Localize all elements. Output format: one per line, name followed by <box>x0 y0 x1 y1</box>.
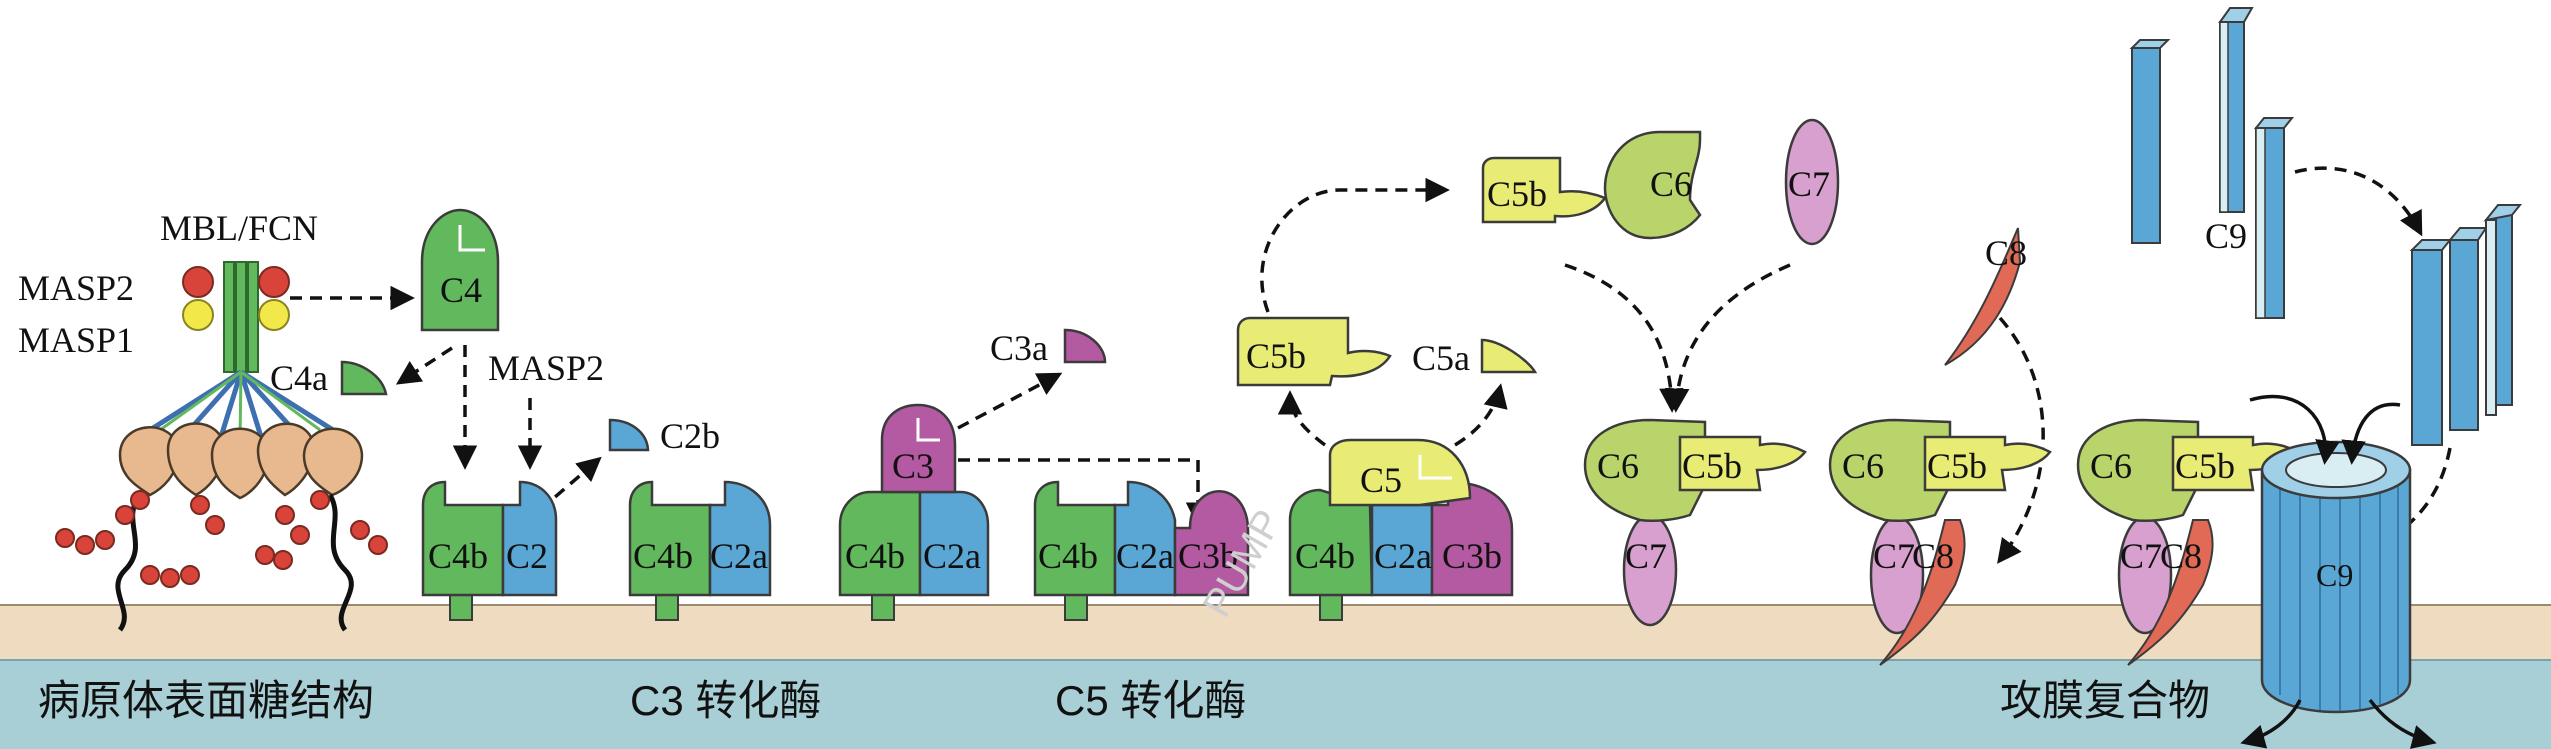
mbl-fcn-complex <box>55 261 388 632</box>
label-mbl-fcn: MBL/FCN <box>160 208 318 248</box>
label-c9-pore: C9 <box>2316 557 2353 593</box>
arrow-c5b-to-c5b6 <box>1564 263 1684 413</box>
label-c7-3: C7 <box>2120 536 2162 576</box>
c5b678-complex <box>1828 418 2052 666</box>
label-masp2: MASP2 <box>18 268 134 308</box>
label-c5b-3: C5b <box>1682 446 1742 486</box>
label-masp2-cleavage: MASP2 <box>488 348 604 388</box>
arrow-pore-outflow-left <box>2240 699 2302 749</box>
mac-complex <box>2076 418 2412 714</box>
label-c4: C4 <box>440 270 482 310</box>
arrow-c8-to-c5b678 <box>1997 316 2045 564</box>
label-c7-1: C7 <box>1625 536 1667 576</box>
c3-convertase-with-c3 <box>838 403 990 621</box>
label-c7-2: C7 <box>1873 536 1915 576</box>
label-c4b-3: C4b <box>845 536 905 576</box>
label-masp1: MASP1 <box>18 320 134 360</box>
label-c8-2: C8 <box>2160 536 2202 576</box>
stage-label-c5-convertase: C5 转化酶 <box>1055 677 1246 724</box>
masp2-dot-left <box>182 266 214 298</box>
label-c6-1: C6 <box>1597 446 1639 486</box>
masp1-dot-left <box>182 299 214 331</box>
arrow-c9-polymerize <box>2294 166 2423 237</box>
arrow-c2-to-c2b <box>538 456 602 512</box>
c4a-fragment <box>340 360 388 396</box>
label-c4b-5: C4b <box>1295 536 1355 576</box>
label-c3b-2: C3b <box>1442 536 1502 576</box>
arrow-c3-to-c3a <box>957 372 1063 430</box>
label-c8-1: C8 <box>1912 536 1954 576</box>
c5-convertase-with-c5 <box>1288 438 1514 621</box>
label-c5b-5: C5b <box>2175 446 2235 486</box>
arrow-c7-to-c5b67 <box>1664 263 1791 413</box>
label-c5a: C5a <box>1412 338 1470 378</box>
arrow-pore-outflow-right <box>2368 698 2437 749</box>
masp1-dot-right <box>258 299 290 331</box>
label-c4b-4: C4b <box>1038 536 1098 576</box>
c4-molecule <box>420 208 500 332</box>
arrow-pore-inflow-left <box>2249 394 2340 465</box>
c2b-fragment <box>608 418 650 452</box>
label-c5b-2: C5b <box>1487 174 1547 214</box>
label-c5: C5 <box>1360 460 1402 500</box>
label-c2: C2 <box>506 536 548 576</box>
label-c5b-1: C5b <box>1246 336 1306 376</box>
label-c4a: C4a <box>270 358 328 398</box>
label-c4b-1: C4b <box>428 536 488 576</box>
c7-molecule-top <box>1784 118 1840 246</box>
label-c6-3: C6 <box>2090 446 2132 486</box>
label-c4b-2: C4b <box>633 536 693 576</box>
label-c3b-1: C3b <box>1178 536 1238 576</box>
label-c8-top: C8 <box>1985 233 2027 273</box>
label-c7-top: C7 <box>1788 164 1830 204</box>
label-c2b: C2b <box>660 416 720 456</box>
masp2-dot-right <box>258 266 290 298</box>
label-c9-top: C9 <box>2205 216 2247 256</box>
label-c6-2: C6 <box>1842 446 1884 486</box>
arrow-c5-to-c5a <box>1454 383 1508 447</box>
c5b-fragment-1 <box>1236 316 1392 387</box>
label-c5b-4: C5b <box>1927 446 1987 486</box>
arrow-c4-to-c4a <box>395 346 453 385</box>
c5b-fragment-2 <box>1481 156 1607 224</box>
label-c2a-1: C2a <box>710 536 768 576</box>
label-c6-top: C6 <box>1650 164 1692 204</box>
arrow-c9-to-pore <box>2370 447 2452 549</box>
c4b-c2a-c3b-complex <box>1033 480 1250 621</box>
c4b-c2a-complex <box>628 480 772 621</box>
c5a-fragment <box>1480 338 1538 374</box>
c9-monomers <box>2129 7 2523 446</box>
arrow-c5b-loop <box>1260 177 1450 313</box>
c8-molecule-top <box>1944 227 2022 366</box>
stage-label-c3-convertase: C3 转化酶 <box>630 677 821 724</box>
stage-label-mac: 攻膜复合物 <box>2000 677 2210 724</box>
label-c3: C3 <box>892 446 934 486</box>
label-c3a: C3a <box>990 328 1048 368</box>
arrow-c5-to-c5b <box>1277 390 1327 447</box>
c6-molecule-top <box>1603 130 1702 240</box>
cytoplasm-band <box>0 660 2551 749</box>
stage-label-pathogen-surface: 病原体表面糖结构 <box>38 677 374 724</box>
arrow-pore-inflow-right <box>2341 402 2401 465</box>
c5b67-complex <box>1583 418 1807 627</box>
c3a-fragment <box>1063 328 1107 364</box>
c4b-c2-complex <box>421 480 558 621</box>
label-c2a-4: C2a <box>1374 536 1432 576</box>
label-c2a-2: C2a <box>923 536 981 576</box>
label-c2a-3: C2a <box>1116 536 1174 576</box>
